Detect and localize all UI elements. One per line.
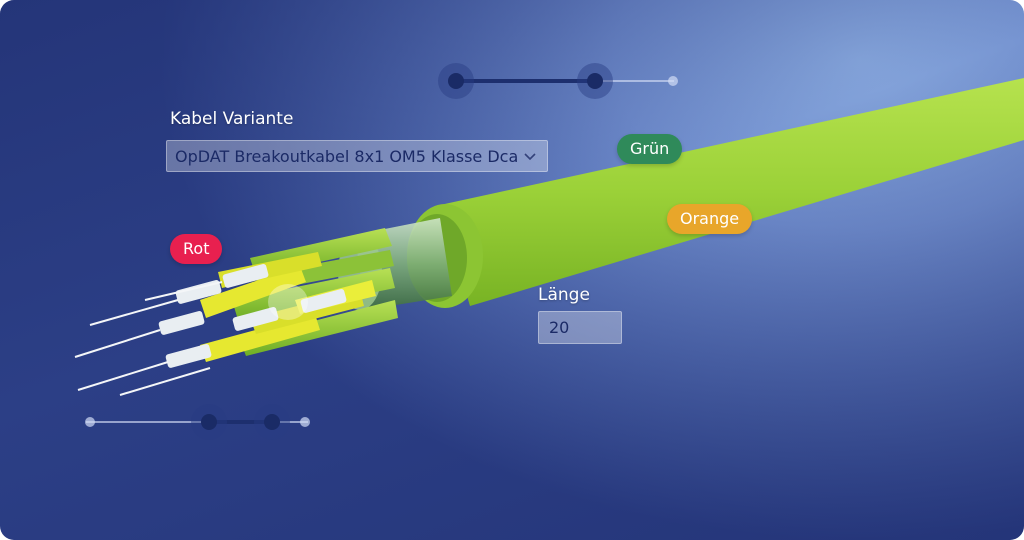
bare-fiber xyxy=(74,329,161,358)
fiber-buffer xyxy=(175,280,222,304)
bare-fiber xyxy=(77,361,169,391)
buffer-tube xyxy=(232,268,395,320)
slider-handle-start[interactable] xyxy=(191,404,227,440)
slider-handle-start[interactable] xyxy=(438,63,474,99)
fiber-buffer xyxy=(165,344,212,368)
aramid-yarn xyxy=(200,314,320,362)
cable-jacket xyxy=(440,78,1024,306)
variant-select-value: OpDAT Breakoutkabel 8x1 OM5 Klasse Dca xyxy=(175,146,519,166)
variant-select[interactable]: OpDAT Breakoutkabel 8x1 OM5 Klasse Dca xyxy=(166,140,548,172)
bare-fiber xyxy=(89,299,179,326)
range-slider-top xyxy=(438,61,683,101)
color-badge-rot[interactable]: Rot xyxy=(170,234,223,264)
bare-fiber xyxy=(119,367,211,396)
slider-end-dot xyxy=(668,76,678,86)
length-input[interactable] xyxy=(538,311,622,344)
fiber-buffer xyxy=(158,311,205,335)
central-strength-member xyxy=(268,284,308,320)
slider-range xyxy=(456,79,594,83)
slider-range xyxy=(209,420,272,424)
slider-end-dot xyxy=(300,417,310,427)
length-label: Länge xyxy=(538,285,590,305)
slider-end-dot xyxy=(85,417,95,427)
chevron-down-icon xyxy=(524,153,536,161)
aramid-yarn xyxy=(200,266,306,318)
slider-handle-end[interactable] xyxy=(254,404,290,440)
fiber-buffer xyxy=(222,264,269,288)
variant-label: Kabel Variante xyxy=(170,109,294,129)
fiber-buffer xyxy=(300,289,347,313)
color-badge-gruen[interactable]: Grün xyxy=(617,134,683,164)
range-slider-bottom xyxy=(82,402,314,442)
slider-handle-end[interactable] xyxy=(577,63,613,99)
slider-track xyxy=(86,421,308,423)
fiber-buffer xyxy=(232,307,279,331)
color-badge-orange[interactable]: Orange xyxy=(667,204,753,234)
bare-fiber xyxy=(144,281,223,301)
